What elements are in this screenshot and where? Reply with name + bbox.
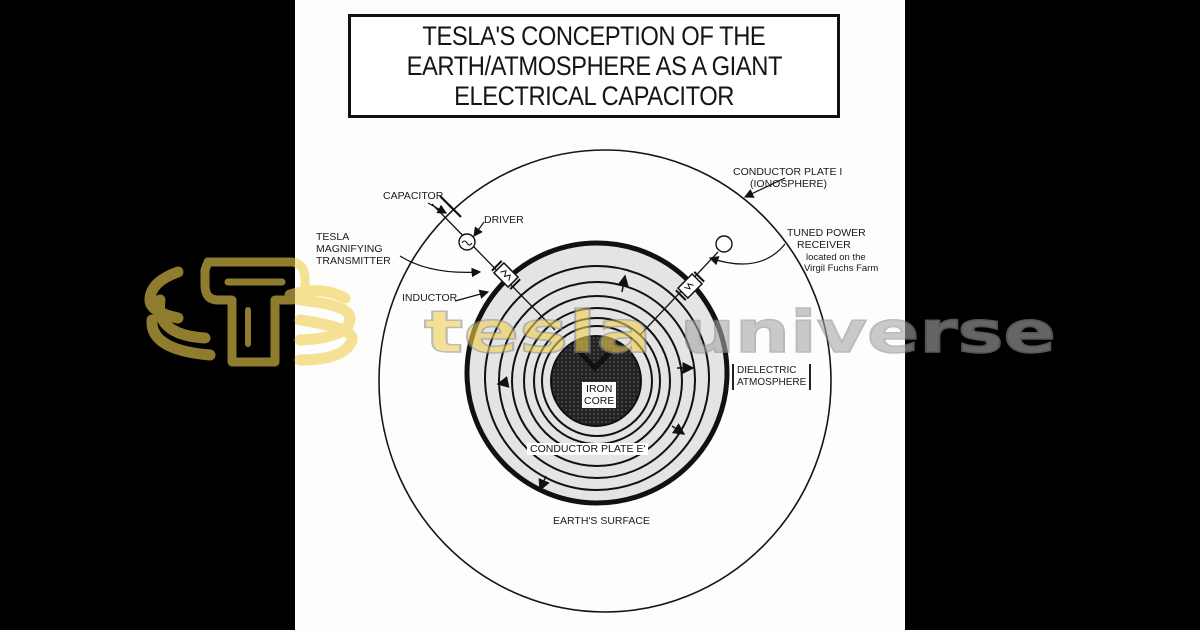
transmitter-inductor-box bbox=[491, 260, 521, 290]
conductor-plate-i-label: CONDUCTOR PLATE I (IONOSPHERE) bbox=[733, 166, 842, 190]
leader-lines bbox=[399, 177, 786, 302]
receiver-label-line-2: RECEIVER bbox=[797, 239, 851, 251]
core-notch bbox=[576, 348, 614, 372]
inductor-label: INDUCTOR bbox=[402, 292, 458, 304]
receiver-assembly bbox=[639, 235, 733, 336]
driver-sine-icon bbox=[461, 240, 473, 246]
transmitter-label-line-2: MAGNIFYING bbox=[316, 243, 383, 255]
receiver-antenna-circle bbox=[715, 235, 733, 253]
iron-core-line-2: CORE bbox=[584, 395, 615, 407]
receiver-label: TUNED POWER RECEIVER bbox=[787, 227, 866, 251]
driver-circle bbox=[458, 233, 476, 251]
conductor-plate-i-line-2: (IONOSPHERE) bbox=[750, 178, 828, 190]
iron-core-line-1: IRON bbox=[586, 383, 613, 395]
receiver-location-label: located on the Virgil Fuchs Farm bbox=[804, 252, 878, 274]
title-line-1: TESLA'S CONCEPTION OF THE bbox=[422, 21, 766, 51]
driver-label: DRIVER bbox=[484, 214, 524, 226]
title-line-3: ELECTRICAL CAPACITOR bbox=[454, 81, 734, 111]
conductor-plate-e-label: CONDUCTOR PLATE E' bbox=[527, 443, 649, 455]
receiver-location-line-2: Virgil Fuchs Farm bbox=[804, 263, 879, 274]
iron-core-circle bbox=[550, 335, 642, 427]
receiver-inductor-box bbox=[675, 271, 705, 301]
field-arrows bbox=[496, 274, 695, 492]
earth-surface-label: EARTH'S SURFACE bbox=[553, 515, 650, 527]
capacitor-label: CAPACITOR bbox=[383, 190, 444, 202]
transmitter-label-line-1: TESLA bbox=[316, 231, 350, 243]
dielectric-line-2: ATMOSPHERE bbox=[737, 377, 807, 388]
ionosphere-circle bbox=[378, 149, 832, 613]
iron-core-label: IRON CORE bbox=[582, 382, 617, 408]
transmitter-label-line-3: TRANSMITTER bbox=[316, 255, 391, 267]
receiver-label-line-1: TUNED POWER bbox=[787, 227, 866, 239]
title-box: TESLA'S CONCEPTION OF THE EARTH/ATMOSPHE… bbox=[348, 14, 840, 118]
transmitter-assembly bbox=[431, 195, 556, 331]
transmitter-label: TESLA MAGNIFYING TRANSMITTER bbox=[316, 231, 391, 267]
conductor-plate-i-line-1: CONDUCTOR PLATE I bbox=[733, 166, 843, 178]
capacitor-plate-2 bbox=[448, 204, 462, 218]
receiver-location-line-1: located on the bbox=[806, 252, 866, 263]
dielectric-atmosphere-label: DIELECTRIC ATMOSPHERE bbox=[732, 364, 812, 390]
title-line-2: EARTH/ATMOSPHERE AS A GIANT bbox=[406, 51, 782, 81]
dielectric-line-1: DIELECTRIC bbox=[737, 365, 797, 376]
